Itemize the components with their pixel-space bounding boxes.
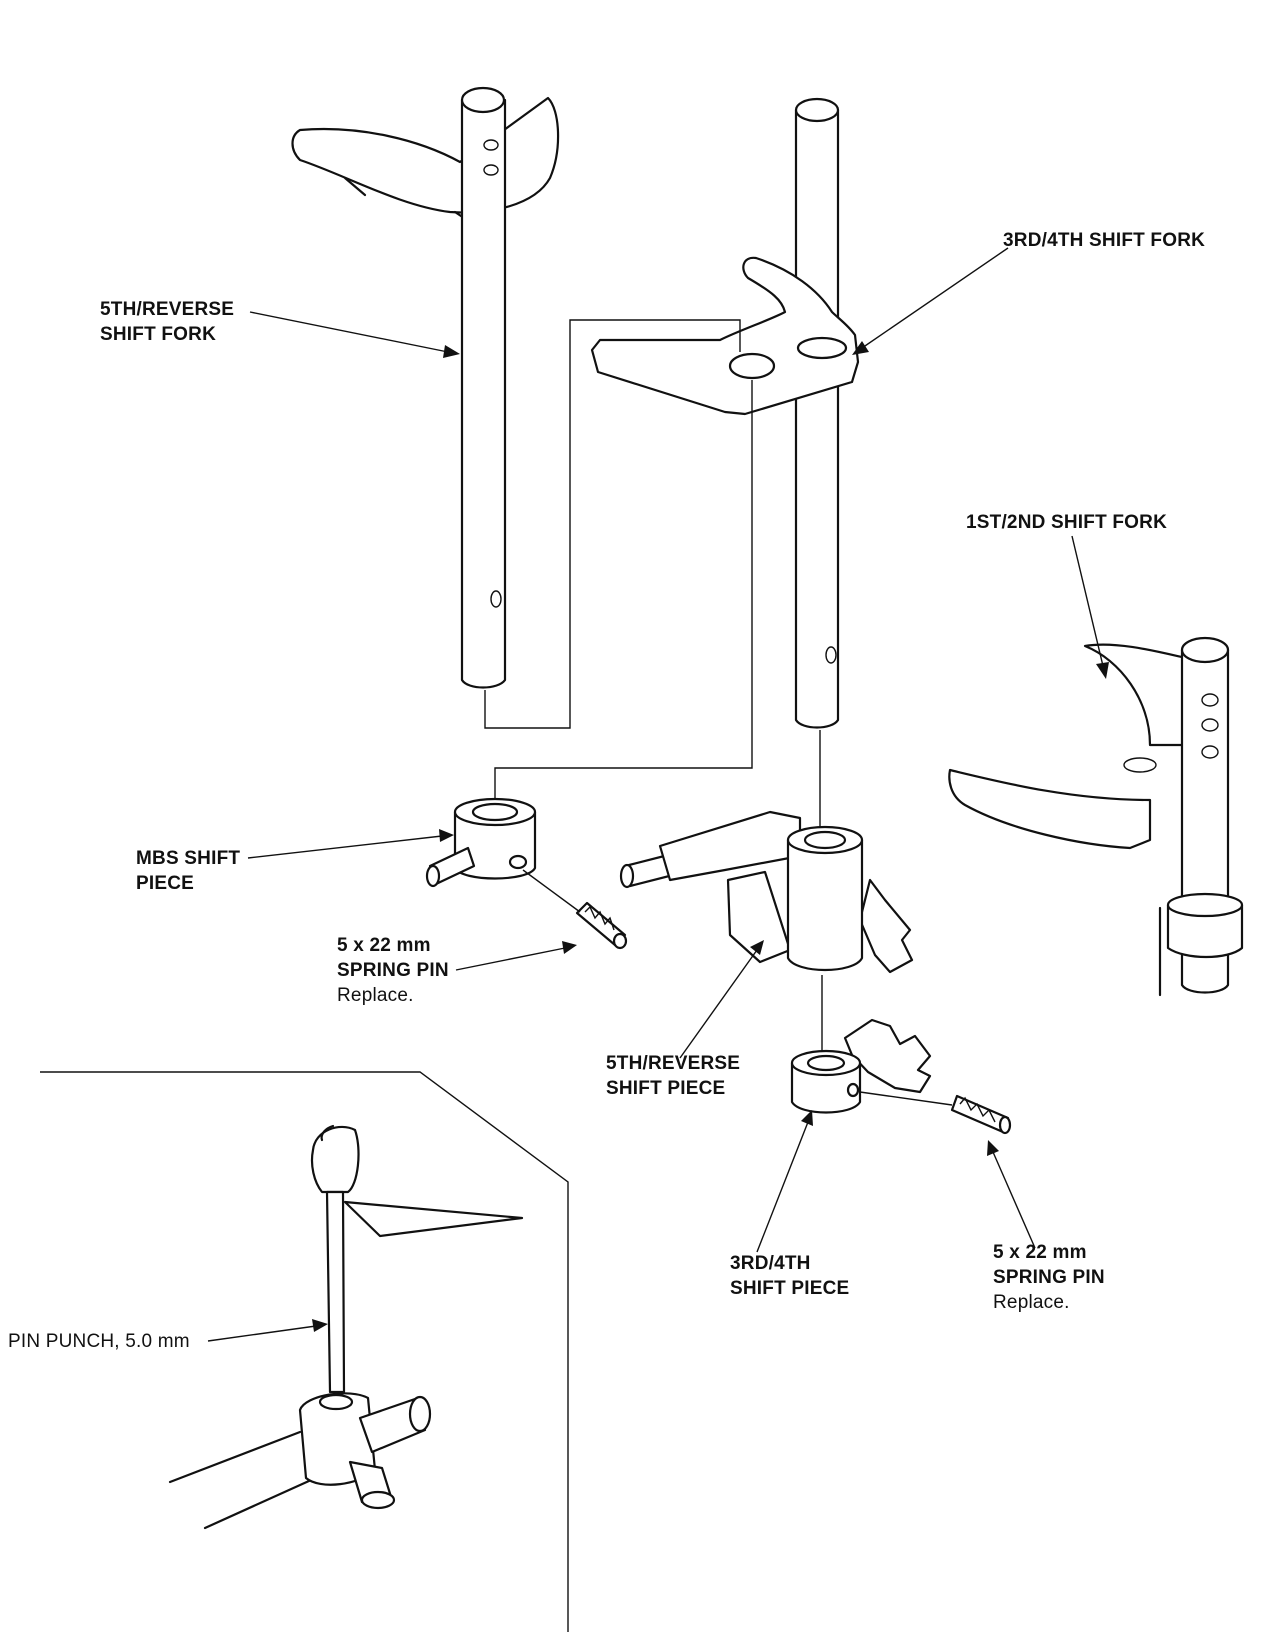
fifth-reverse-shift-piece xyxy=(619,810,914,974)
spring-pin-right xyxy=(950,1094,1012,1135)
spring-pin-left xyxy=(575,901,628,950)
label-line: 3RD/4TH xyxy=(730,1253,811,1274)
label-third-fourth-shift-piece: 3RD/4TH SHIFT PIECE xyxy=(730,1251,849,1301)
label-line: 5TH/REVERSE xyxy=(100,299,235,320)
label-line: PIECE xyxy=(136,873,195,894)
label-first-second-shift-fork: 1ST/2ND SHIFT FORK xyxy=(966,510,1167,535)
callout-arrows xyxy=(207,247,1109,1342)
assembly-lines xyxy=(484,319,953,1106)
label-line: SHIFT PIECE xyxy=(606,1078,726,1099)
label-fifth-reverse-shift-fork: 5TH/REVERSE SHIFT FORK xyxy=(100,297,234,347)
label-line: 5 x 22 mm xyxy=(993,1242,1087,1263)
label-line: SHIFT FORK xyxy=(100,324,216,345)
arrow-fifth-reverse-fork xyxy=(249,311,460,358)
label-line: Replace. xyxy=(993,1292,1070,1313)
label-third-fourth-shift-fork: 3RD/4TH SHIFT FORK xyxy=(1003,228,1205,253)
label-line: SHIFT PIECE xyxy=(730,1278,850,1299)
arrow-fifth-reverse-piece xyxy=(679,940,764,1059)
label-pin-punch: PIN PUNCH, 5.0 mm xyxy=(8,1329,190,1354)
third-fourth-shift-fork xyxy=(590,97,860,729)
third-fourth-shift-piece xyxy=(790,1018,932,1114)
label-line: Replace. xyxy=(337,985,414,1006)
label-line: SPRING PIN xyxy=(337,960,449,981)
arrow-third-fourth-piece xyxy=(756,1110,813,1253)
arrow-spring-pin-right xyxy=(987,1140,1036,1249)
label-fifth-reverse-shift-piece: 5TH/REVERSE SHIFT PIECE xyxy=(606,1051,740,1101)
label-spring-pin-left: 5 x 22 mm SPRING PIN Replace. xyxy=(337,933,449,1008)
label-line: PIN PUNCH, 5.0 mm xyxy=(8,1331,190,1352)
label-mbs-shift-piece: MBS SHIFT PIECE xyxy=(136,846,240,896)
label-line: SPRING PIN xyxy=(993,1267,1105,1288)
arrow-pin-punch xyxy=(207,1319,328,1342)
first-second-shift-fork xyxy=(948,636,1244,997)
label-line: 3RD/4TH SHIFT FORK xyxy=(1003,230,1206,251)
label-line: 5 x 22 mm xyxy=(337,935,431,956)
label-spring-pin-right: 5 x 22 mm SPRING PIN Replace. xyxy=(993,1240,1105,1315)
label-line: 1ST/2ND SHIFT FORK xyxy=(966,512,1168,533)
fifth-reverse-shift-fork xyxy=(291,86,560,689)
arrow-spring-pin-left xyxy=(455,941,577,971)
arrow-first-second-fork xyxy=(1071,535,1109,679)
label-line: MBS SHIFT xyxy=(136,848,241,869)
pin-punch-inset xyxy=(40,1071,569,1632)
arrow-third-fourth-fork xyxy=(852,247,1009,355)
arrow-mbs-piece xyxy=(247,829,454,859)
label-line: 5TH/REVERSE xyxy=(606,1053,741,1074)
mbs-shift-piece xyxy=(425,797,537,888)
